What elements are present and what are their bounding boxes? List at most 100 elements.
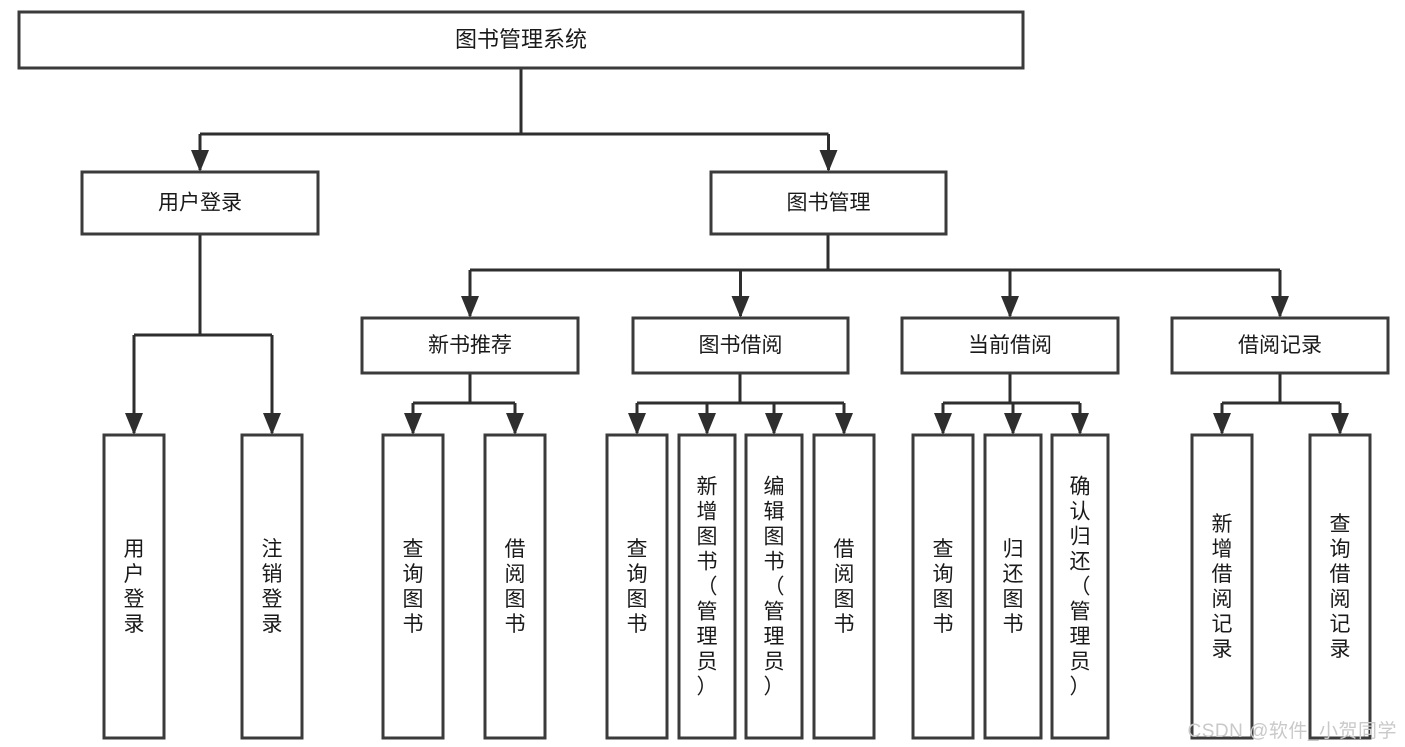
- node-box[interactable]: [102, 433, 166, 740]
- node-box[interactable]: [631, 316, 850, 375]
- arrow-head-icon: [1001, 296, 1019, 318]
- node-n4-09[interactable]: 查询图书: [911, 433, 975, 740]
- node-label-char: 还: [1070, 551, 1091, 574]
- node-label: 借阅图书: [834, 538, 855, 636]
- node-label-char: 图: [627, 588, 648, 611]
- node-label-char: 书: [764, 551, 785, 574]
- node-label-char: 录: [262, 613, 283, 636]
- node-box[interactable]: [983, 433, 1043, 740]
- connector-group: [191, 68, 838, 172]
- node-n2a[interactable]: 用户登录: [80, 170, 320, 236]
- node-n4-10[interactable]: 归还图书: [983, 433, 1043, 740]
- arrow-head-icon: [404, 413, 422, 435]
- node-label-char: 员: [764, 651, 785, 674]
- connector-group: [1213, 373, 1349, 435]
- node-box[interactable]: [911, 433, 975, 740]
- node-n4-13[interactable]: 查询借阅记录: [1308, 433, 1372, 740]
- node-label: 图书借阅: [699, 334, 783, 357]
- node-label-char: 阅: [1212, 588, 1233, 611]
- node-label: 用户登录: [158, 192, 242, 215]
- node-label: 借阅记录: [1238, 334, 1322, 357]
- node-n4-06[interactable]: 新增图书（管理员）: [677, 433, 737, 740]
- node-box[interactable]: [1050, 433, 1110, 740]
- node-label-char: 管: [1070, 601, 1091, 624]
- node-label-char: 查: [933, 538, 954, 561]
- node-n4-01[interactable]: 用户登录: [102, 433, 166, 740]
- node-label-char: 书: [1003, 613, 1024, 636]
- node-label-char: 查: [1330, 513, 1351, 536]
- node-n4-03[interactable]: 查询图书: [381, 433, 445, 740]
- node-box[interactable]: [677, 433, 737, 740]
- node-box[interactable]: [1190, 433, 1254, 740]
- node-n4-11[interactable]: 确认归还（管理员）: [1050, 433, 1110, 740]
- node-box[interactable]: [900, 316, 1120, 375]
- node-label-char: 查: [627, 538, 648, 561]
- node-label-char: 书: [505, 613, 526, 636]
- node-label-char: 询: [403, 563, 424, 586]
- node-label-char: 图: [403, 588, 424, 611]
- node-label-char: 新: [697, 476, 718, 499]
- node-box[interactable]: [80, 170, 320, 236]
- arrow-head-icon: [1004, 413, 1022, 435]
- node-box[interactable]: [240, 433, 304, 740]
- node-label-char: 借: [1212, 563, 1233, 586]
- node-label: 当前借阅: [968, 334, 1052, 357]
- node-box[interactable]: [812, 433, 876, 740]
- node-label-char: 借: [1330, 563, 1351, 586]
- connectors-layer: [125, 68, 1349, 435]
- node-label: 新增借阅记录: [1212, 513, 1233, 661]
- node-label-char: 增: [1212, 538, 1233, 561]
- node-label-char: 增: [697, 501, 718, 524]
- connector-group: [934, 373, 1089, 435]
- node-box[interactable]: [605, 433, 669, 740]
- node-n3c[interactable]: 当前借阅: [900, 316, 1120, 375]
- node-label-char: 询: [1330, 538, 1351, 561]
- node-box[interactable]: [360, 316, 580, 375]
- node-label: 查询图书: [627, 538, 648, 636]
- connector-group: [628, 373, 853, 435]
- node-n3a[interactable]: 新书推荐: [360, 316, 580, 375]
- node-label: 借阅图书: [505, 538, 526, 636]
- node-label-char: 书: [627, 613, 648, 636]
- node-n4-12[interactable]: 新增借阅记录: [1190, 433, 1254, 740]
- node-label-char: 确: [1070, 476, 1091, 499]
- node-box[interactable]: [1170, 316, 1390, 375]
- node-label-char: 用: [124, 538, 145, 561]
- node-box[interactable]: [1308, 433, 1372, 740]
- node-n4-02[interactable]: 注销登录: [240, 433, 304, 740]
- arrow-head-icon: [1331, 413, 1349, 435]
- node-box[interactable]: [381, 433, 445, 740]
- node-label-char: 录: [1330, 638, 1351, 661]
- arrow-head-icon: [263, 413, 281, 435]
- node-root[interactable]: 图书管理系统: [17, 10, 1025, 70]
- nodes-layer: 图书管理系统用户登录图书管理新书推荐图书借阅当前借阅借阅记录用户登录注销登录查询…: [17, 10, 1390, 740]
- node-label: 新书推荐: [428, 334, 512, 357]
- node-label: 查询图书: [933, 538, 954, 636]
- node-box[interactable]: [17, 10, 1025, 70]
- node-n4-05[interactable]: 查询图书: [605, 433, 669, 740]
- node-label-char: 录: [124, 613, 145, 636]
- node-label: 图书管理系统: [455, 27, 587, 52]
- node-label-char: 阅: [505, 563, 526, 586]
- node-label-char: 书: [834, 613, 855, 636]
- node-box[interactable]: [709, 170, 948, 236]
- node-n2b[interactable]: 图书管理: [709, 170, 948, 236]
- arrow-head-icon: [125, 413, 143, 435]
- node-box[interactable]: [744, 433, 804, 740]
- arrow-head-icon: [731, 296, 750, 318]
- node-label-char: 登: [262, 588, 283, 611]
- arrow-head-icon: [628, 413, 646, 435]
- node-n4-07[interactable]: 编辑图书（管理员）: [744, 433, 804, 740]
- node-label-char: 认: [1070, 501, 1091, 524]
- node-box[interactable]: [483, 433, 547, 740]
- node-n3d[interactable]: 借阅记录: [1170, 316, 1390, 375]
- node-n3b[interactable]: 图书借阅: [631, 316, 850, 375]
- node-label-char: 图: [1003, 588, 1024, 611]
- node-label-char: 图: [697, 526, 718, 549]
- node-label-char: 户: [124, 563, 145, 586]
- node-n4-04[interactable]: 借阅图书: [483, 433, 547, 740]
- connector-group: [461, 234, 1289, 318]
- node-label-char: 管: [764, 601, 785, 624]
- node-n4-08[interactable]: 借阅图书: [812, 433, 876, 740]
